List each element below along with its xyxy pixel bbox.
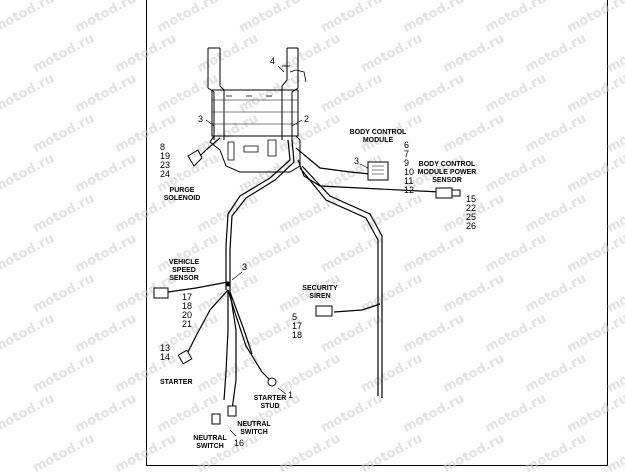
vss-num: 18 bbox=[182, 301, 192, 311]
label-line: BODY CONTROL bbox=[350, 129, 407, 136]
vss-nums: 17 18 20 21 bbox=[182, 292, 192, 329]
siren-num: 17 bbox=[292, 321, 302, 331]
label-line: SOLENOID bbox=[164, 195, 201, 202]
diagram-frame bbox=[146, 0, 608, 466]
bcm-num: 11 bbox=[404, 176, 413, 186]
label-line: STUD bbox=[260, 403, 279, 410]
bcm-label: BODY CONTROL MODULE bbox=[350, 129, 407, 144]
starter-nums: 13 14 bbox=[160, 343, 170, 362]
purge-nums: 8 19 23 24 bbox=[160, 142, 170, 179]
label-line: STARTER bbox=[254, 395, 287, 402]
harness-wires bbox=[167, 137, 441, 411]
label-line: PURGE bbox=[170, 187, 195, 194]
label-line: MODULE POWER bbox=[418, 169, 477, 176]
siren-num: 18 bbox=[292, 330, 302, 340]
neutral-switch-left-label: NEUTRAL SWITCH bbox=[193, 435, 227, 450]
purge-num: 8 bbox=[160, 142, 165, 152]
starter-stud-label: STARTER STUD bbox=[254, 395, 287, 410]
purge-num: 23 bbox=[160, 160, 170, 170]
siren-label: SECURITY SIREN bbox=[302, 285, 338, 300]
purge-num: 24 bbox=[160, 169, 170, 179]
vss-num: 20 bbox=[182, 310, 192, 320]
label-line: SECURITY bbox=[302, 285, 338, 292]
bcm-num: 7 bbox=[404, 149, 409, 159]
label-line: VEHICLE bbox=[169, 259, 200, 266]
bcm-num: 10 bbox=[404, 167, 414, 177]
label-line: SENSOR bbox=[169, 275, 199, 282]
bcm-num: 9 bbox=[404, 158, 409, 168]
bcm-power-num: 22 bbox=[466, 203, 476, 213]
purge-solenoid-label: PURGE SOLENOID bbox=[164, 187, 201, 202]
vss-num: 17 bbox=[182, 292, 192, 302]
starter-num: 13 bbox=[160, 343, 170, 353]
label-line: MODULE bbox=[363, 137, 394, 144]
bcm-nums: 6 7 9 10 11 12 bbox=[404, 140, 414, 195]
leader-lines bbox=[205, 65, 369, 437]
callout-4: 4 bbox=[270, 56, 275, 66]
bcm-power-nums: 15 22 25 26 bbox=[466, 194, 476, 231]
bcm-power-sensor-label: BODY CONTROL MODULE POWER SENSOR bbox=[418, 161, 477, 184]
neutral-switch-right-label: NEUTRAL SWITCH bbox=[237, 421, 271, 436]
purge-num: 19 bbox=[160, 151, 170, 161]
vss-num: 21 bbox=[182, 319, 192, 329]
bcm-num: 12 bbox=[404, 185, 414, 195]
callout-3-mid: 3 bbox=[242, 262, 247, 272]
callout-16: 16 bbox=[234, 438, 244, 448]
label-line: SWITCH bbox=[240, 429, 268, 436]
bcm-power-num: 26 bbox=[466, 221, 476, 231]
frame-structure bbox=[207, 47, 307, 173]
siren-num: 5 bbox=[292, 312, 297, 322]
bcm-num: 6 bbox=[404, 140, 409, 150]
starter-num: 14 bbox=[160, 352, 170, 362]
label-line: NEUTRAL bbox=[237, 421, 271, 428]
callout-3-bcm: 3 bbox=[354, 156, 359, 166]
label-line: BODY CONTROL bbox=[419, 161, 476, 168]
connectors bbox=[153, 149, 461, 425]
label-line: NEUTRAL bbox=[193, 435, 227, 442]
label-line: SWITCH bbox=[196, 443, 224, 450]
label-line: SENSOR bbox=[432, 177, 462, 184]
vss-label: VEHICLE SPEED SENSOR bbox=[169, 259, 200, 282]
bcm-power-num: 15 bbox=[466, 194, 476, 204]
starter-label: STARTER bbox=[160, 379, 193, 386]
label-line: SIREN bbox=[309, 293, 330, 300]
callout-1: 1 bbox=[288, 390, 293, 400]
callout-2: 2 bbox=[304, 114, 309, 124]
siren-nums: 5 17 18 bbox=[292, 312, 302, 340]
label-line: SPEED bbox=[172, 267, 196, 274]
bcm-power-num: 25 bbox=[466, 212, 476, 222]
callout-3-top: 3 bbox=[198, 114, 203, 124]
